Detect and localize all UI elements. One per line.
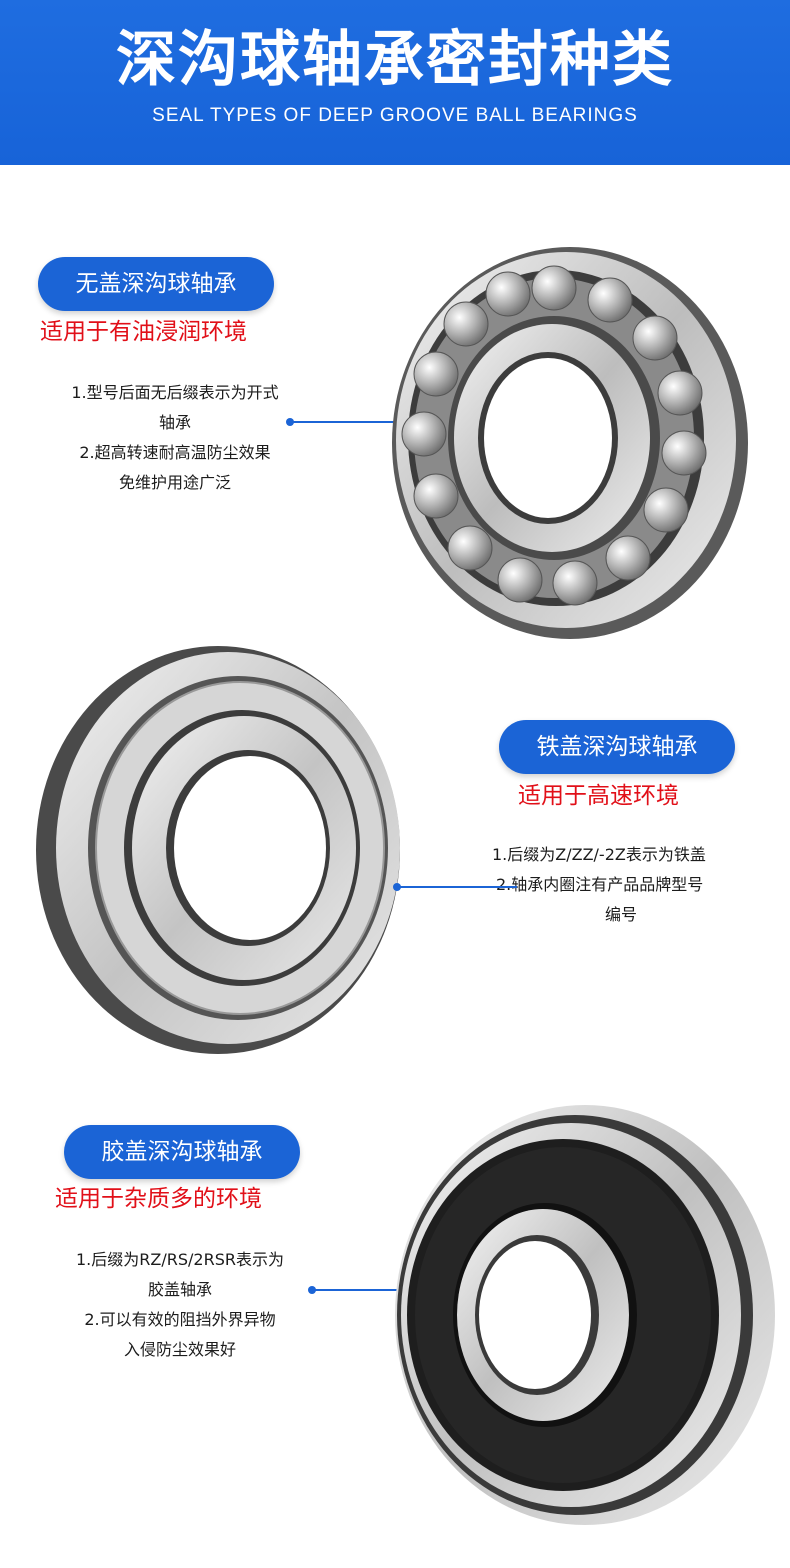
rubber-seal-bearing-description: 1.后缀为RZ/RS/2RSR表示为 胶盖轴承 2.可以有效的阻挡外界异物 入侵… (30, 1245, 330, 1365)
page-subtitle: SEAL TYPES OF DEEP GROOVE BALL BEARINGS (152, 105, 638, 126)
page-title: 深沟球轴承密封种类 (116, 25, 674, 95)
steel-shield-bearing-image (36, 646, 400, 1054)
callout-dot (393, 883, 401, 891)
description-line: 2.超高转速耐高温防尘效果 (79, 443, 271, 462)
description-line: 编号 (605, 905, 638, 924)
callout-line (314, 1289, 454, 1291)
rubber-seal-bearing-label: 胶盖深沟球轴承 (64, 1125, 300, 1179)
open-bearing-description: 1.型号后面无后缀表示为开式 轴承 2.超高转速耐高温防尘效果 免维护用途广泛 (20, 378, 330, 498)
callout-dot (308, 1286, 316, 1294)
description-line: 胶盖轴承 (147, 1280, 212, 1299)
steel-shield-bearing-usage: 适用于高速环境 (518, 783, 679, 809)
description-line: 1.后缀为Z/ZZ/-2Z表示为铁盖 (492, 845, 706, 864)
description-line: 2.可以有效的阻挡外界异物 (84, 1310, 276, 1329)
callout-line (292, 421, 416, 423)
callout-line (399, 886, 517, 888)
description-line: 轴承 (158, 413, 191, 432)
open-bearing-usage: 适用于有油浸润环境 (40, 319, 247, 345)
steel-shield-bearing-label: 铁盖深沟球轴承 (499, 720, 735, 774)
description-line: 2.轴承内圈注有产品品牌型号 (496, 875, 704, 894)
rubber-seal-bearing-image (395, 1105, 775, 1525)
description-line: 1.后缀为RZ/RS/2RSR表示为 (76, 1250, 284, 1269)
rubber-seal-bearing-usage: 适用于杂质多的环境 (55, 1186, 262, 1212)
open-bearing-label: 无盖深沟球轴承 (38, 257, 274, 311)
open-bearing-image (392, 247, 748, 639)
description-line: 入侵防尘效果好 (123, 1340, 236, 1359)
description-line: 免维护用途广泛 (118, 473, 231, 492)
header-banner: 深沟球轴承密封种类 SEAL TYPES OF DEEP GROOVE BALL… (0, 0, 790, 165)
steel-shield-bearing-description: 1.后缀为Z/ZZ/-2Z表示为铁盖 2.轴承内圈注有产品品牌型号 编号 (480, 840, 760, 930)
callout-dot (286, 418, 294, 426)
description-line: 1.型号后面无后缀表示为开式 (71, 383, 279, 402)
